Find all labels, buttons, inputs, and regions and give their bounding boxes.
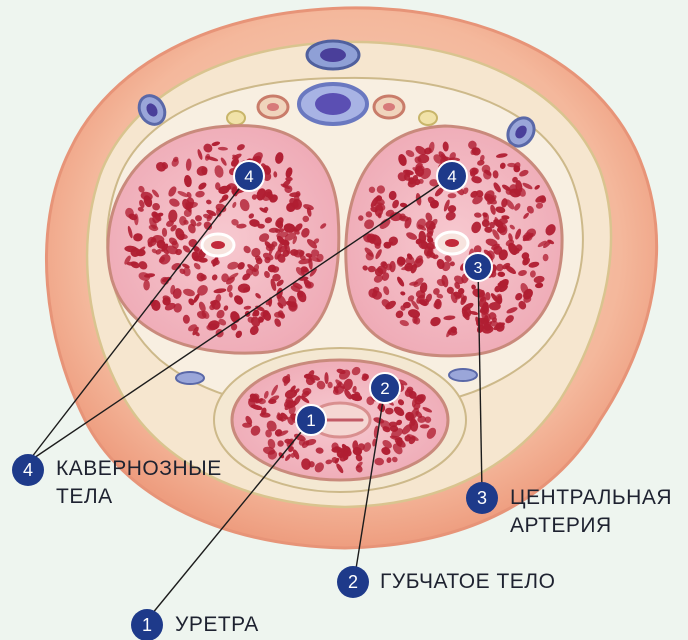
legend-marker-2: 2 [337, 566, 369, 598]
spongy-body [214, 348, 466, 492]
left-cavernous-body [108, 126, 339, 353]
tissue-blob [420, 424, 430, 428]
label-spongy-body: ГУБЧАТОЕ ТЕЛО [380, 568, 555, 596]
tissue-blob [127, 262, 137, 266]
label-central-artery: ЦЕНТРАЛЬНАЯ АРТЕРИЯ [510, 484, 672, 541]
label-cavernous-line2: ТЕЛА [56, 483, 222, 511]
label-artery-line2: АРТЕРИЯ [510, 512, 672, 540]
svg-text:4: 4 [244, 167, 253, 186]
marker-4-left: 4 [234, 161, 264, 191]
svg-text:2: 2 [348, 572, 358, 592]
marker-1-urethra: 1 [296, 405, 326, 435]
tissue-blob [253, 310, 259, 317]
legend-marker-3: 3 [466, 482, 498, 514]
legend-marker-1: 1 [131, 609, 163, 640]
marker-4-right: 4 [437, 161, 467, 191]
svg-text:3: 3 [474, 260, 483, 277]
tissue-blob [199, 258, 208, 263]
svg-text:1: 1 [142, 615, 152, 635]
label-cavernous-line1: КАВЕРНОЗНЫЕ [56, 455, 222, 483]
svg-text:1: 1 [306, 411, 315, 430]
marker-2-spongy: 2 [370, 373, 400, 403]
label-urethra-text: УРЕТРА [175, 611, 259, 639]
svg-text:3: 3 [477, 488, 487, 508]
label-spongy-text: ГУБЧАТОЕ ТЕЛО [380, 568, 555, 596]
svg-text:4: 4 [447, 167, 456, 186]
label-urethra: УРЕТРА [175, 611, 259, 639]
marker-3-artery: 3 [464, 253, 492, 281]
label-cavernous-bodies: КАВЕРНОЗНЫЕ ТЕЛА [56, 455, 222, 512]
label-artery-line1: ЦЕНТРАЛЬНАЯ [510, 484, 672, 512]
legend-marker-4: 4 [12, 454, 44, 486]
svg-text:2: 2 [380, 379, 389, 398]
svg-text:4: 4 [23, 460, 33, 480]
